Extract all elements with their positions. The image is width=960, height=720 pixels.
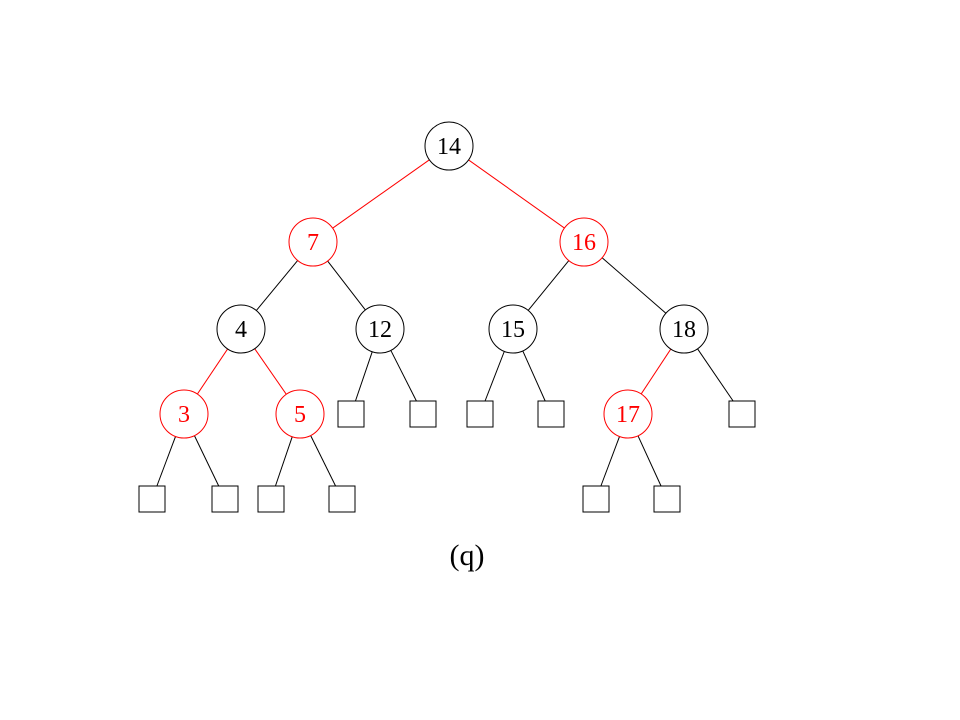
node-circle [275, 389, 325, 439]
tree-node-14: 14 [424, 121, 474, 171]
tree-edge-n3-L7 [193, 435, 220, 487]
tree-edge-n15-L4 [522, 350, 546, 402]
node-circle [488, 304, 538, 354]
node-key-label: 7 [307, 230, 319, 256]
nil-leaf-square [653, 485, 681, 513]
node-key-label: 15 [501, 317, 525, 343]
node-key-label: 5 [294, 402, 306, 428]
tree-node-17: 17 [603, 389, 653, 439]
tree-node-4: 4 [216, 304, 266, 354]
node-circle [603, 389, 653, 439]
tree-edge-n5-L9 [310, 435, 337, 487]
nil-leaf-square [337, 400, 365, 428]
tree-edge-n18-n17 [640, 348, 672, 395]
nil-leaf-square [409, 400, 437, 428]
tree-edge-n5-L8 [274, 436, 293, 487]
tree-edge-n17-L10 [600, 436, 621, 487]
node-circle [659, 304, 709, 354]
nil-leaf-square [328, 485, 356, 513]
tree-edge-n4-n3 [196, 348, 229, 395]
node-circle [216, 304, 266, 354]
node-circle [159, 389, 209, 439]
nil-leaf-square [138, 485, 166, 513]
node-circle [559, 217, 609, 267]
tree-node-5: 5 [275, 389, 325, 439]
node-key-label: 12 [368, 317, 392, 343]
nil-leaf-square [211, 485, 239, 513]
tree-edge-n14-n16 [468, 159, 565, 229]
edges-layer [156, 159, 734, 487]
tree-edge-n16-n18 [601, 257, 667, 314]
nil-leaf-square [728, 400, 756, 428]
tree-edge-n18-L5 [697, 348, 734, 402]
node-key-label: 18 [672, 317, 696, 343]
tree-node-3: 3 [159, 389, 209, 439]
node-key-label: 17 [616, 402, 640, 428]
tree-edge-n7-n4 [255, 260, 299, 311]
nil-leaf-square [257, 485, 285, 513]
tree-node-7: 7 [288, 217, 338, 267]
tree-node-18: 18 [659, 304, 709, 354]
tree-edge-n4-n5 [254, 348, 287, 395]
tree-edge-n12-L1 [354, 351, 373, 402]
tree-node-15: 15 [488, 304, 538, 354]
nodes-layer: 14 7 16 4 12 15 18 3 5 17 [159, 121, 709, 439]
tree-node-16: 16 [559, 217, 609, 267]
nil-leaf-square [582, 485, 610, 513]
nil-leaf-square [466, 400, 494, 428]
node-circle [288, 217, 338, 267]
tree-edge-n3-L6 [156, 436, 177, 487]
figure-caption: (q) [450, 539, 485, 572]
nil-leaves-layer [138, 400, 756, 513]
tree-edge-n14-n7 [332, 159, 430, 229]
nil-leaf-square [537, 400, 565, 428]
tree-edge-n17-L11 [637, 435, 662, 487]
tree-node-12: 12 [355, 304, 405, 354]
node-circle [355, 304, 405, 354]
tree-edge-n16-n15 [527, 260, 570, 311]
tree-edge-n7-n12 [327, 260, 366, 311]
node-key-label: 16 [572, 230, 596, 256]
tree-edge-n15-L3 [484, 351, 505, 402]
node-circle [424, 121, 474, 171]
node-key-label: 3 [178, 402, 190, 428]
node-key-label: 14 [437, 134, 461, 160]
tree-edge-n12-L2 [390, 350, 417, 402]
node-key-label: 4 [235, 317, 247, 343]
